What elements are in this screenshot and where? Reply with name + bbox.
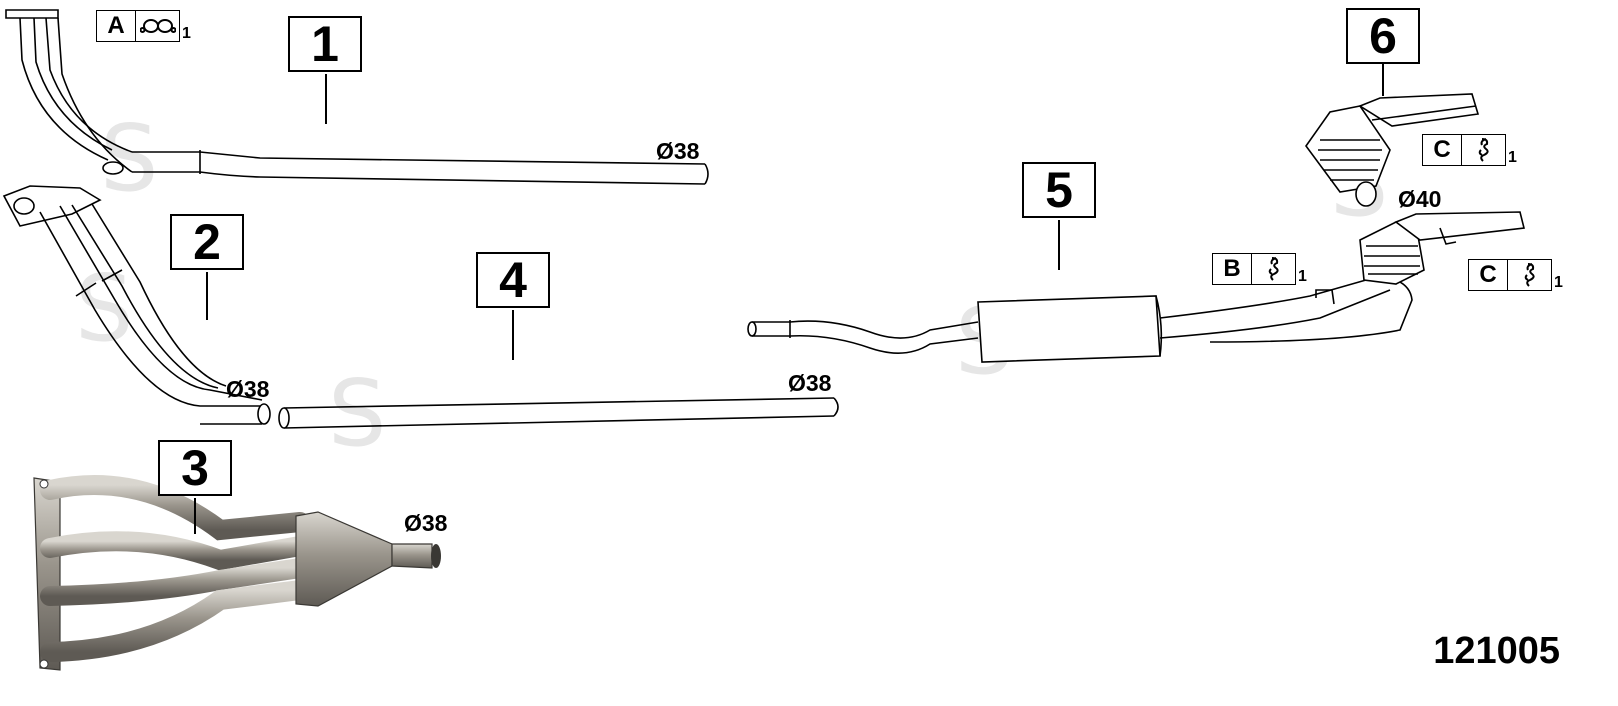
rear-silencer-5 <box>747 275 1413 363</box>
kit-qty: 1 <box>1554 274 1563 291</box>
kit-qty: 1 <box>1298 268 1307 285</box>
clamp-icon <box>1462 134 1506 166</box>
kit-qty: 1 <box>182 25 191 42</box>
catalytic-converter-6 <box>1305 93 1525 285</box>
clamp-icon <box>1508 259 1552 291</box>
kit-c-lower[interactable]: C 1 <box>1468 259 1563 291</box>
intermediate-pipe-4 <box>278 397 839 429</box>
diameter-label-1: Ø38 <box>656 138 700 164</box>
part-number-2[interactable]: 2 <box>170 214 244 270</box>
kit-letter: C <box>1422 134 1462 166</box>
part-number-6[interactable]: 6 <box>1346 8 1420 64</box>
kit-letter: A <box>96 10 136 42</box>
kit-qty: 1 <box>1508 149 1517 166</box>
part-number-4[interactable]: 4 <box>476 252 550 308</box>
clamp-icon <box>1252 253 1296 285</box>
gasket-icon <box>136 10 180 42</box>
part-number-5[interactable]: 5 <box>1022 162 1096 218</box>
watermark: S <box>100 105 159 212</box>
front-pipe-2 <box>2 185 271 425</box>
part-number-3[interactable]: 3 <box>158 440 232 496</box>
diameter-label-2: Ø38 <box>226 376 270 402</box>
kit-c-upper[interactable]: C 1 <box>1422 134 1517 166</box>
kit-letter: C <box>1468 259 1508 291</box>
diameter-label-6: Ø40 <box>1398 186 1442 212</box>
kit-a[interactable]: A 1 <box>96 10 191 42</box>
watermark: S <box>75 255 134 362</box>
exhaust-manifold-3 <box>33 475 441 671</box>
leader-lines <box>194 64 1384 534</box>
part-number-1[interactable]: 1 <box>288 16 362 72</box>
diagram-reference: 121005 <box>1433 630 1560 672</box>
watermark: S <box>328 360 387 467</box>
diameter-label-3: Ø38 <box>404 510 448 536</box>
diameter-label-4: Ø38 <box>788 370 832 396</box>
kit-b[interactable]: B 1 <box>1212 253 1307 285</box>
front-pipe-1 <box>5 9 709 185</box>
kit-letter: B <box>1212 253 1252 285</box>
